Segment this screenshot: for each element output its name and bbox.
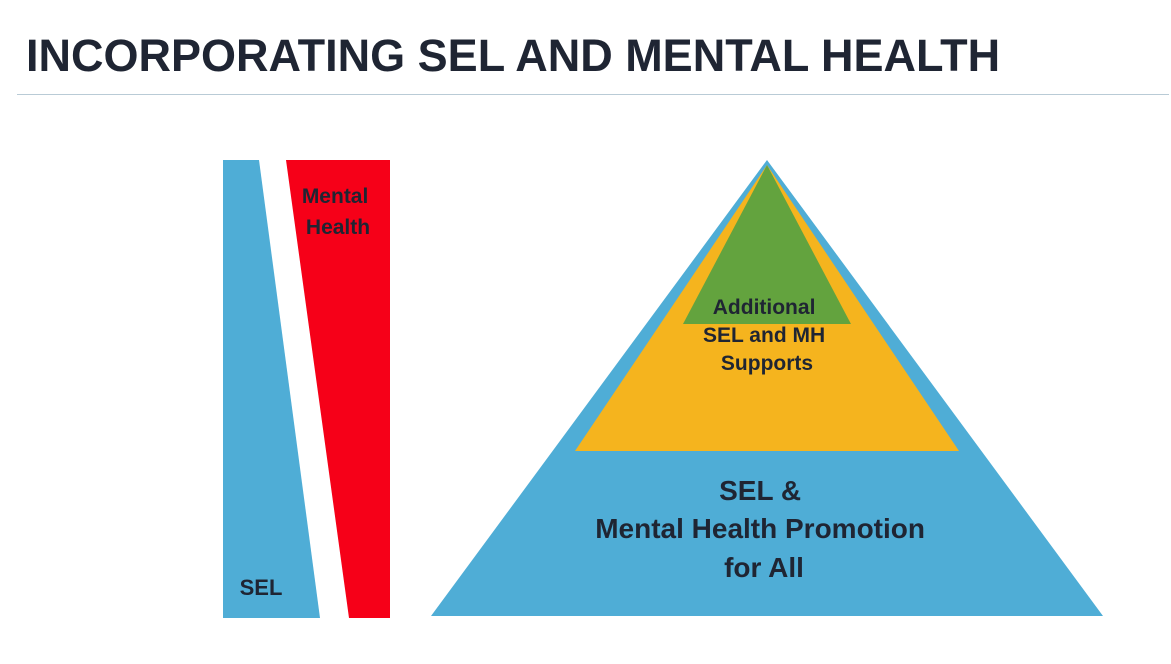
slide-title: INCORPORATING SEL AND MENTAL HEALTH [26, 30, 1001, 81]
sel-wedge [223, 160, 320, 618]
tiered-pyramid: Additional SEL and MH Supports SEL & Men… [431, 160, 1103, 616]
title-divider [17, 94, 1169, 95]
sel-label: SEL [240, 575, 283, 600]
promotion-for-all-label: SEL & Mental Health Promotion for All [595, 475, 933, 583]
mental-health-wedge [286, 160, 390, 618]
pyramid-top-tier [683, 165, 851, 324]
mental-health-label: Mental Health [302, 185, 374, 239]
sel-mh-wedge-diagram: Mental Health SEL [223, 160, 390, 618]
additional-supports-label: Additional SEL and MH Supports [703, 296, 831, 375]
